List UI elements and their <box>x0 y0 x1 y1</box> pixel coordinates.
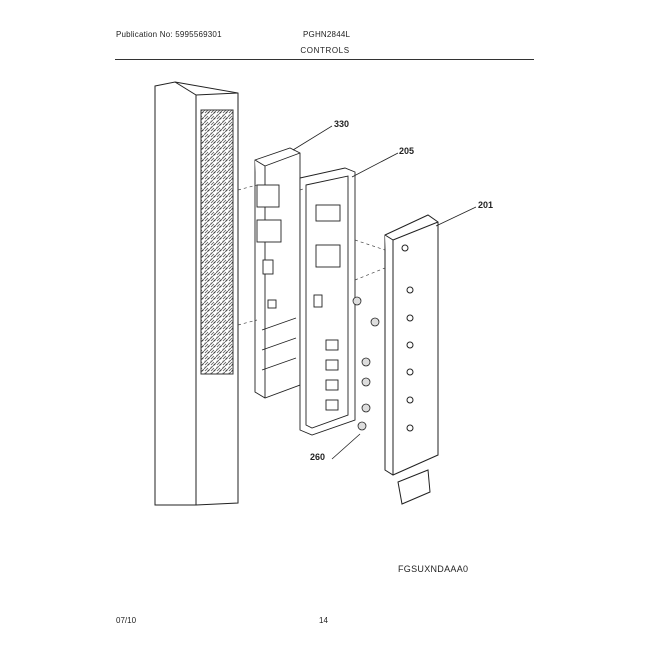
footer-date: 07/10 <box>116 616 137 625</box>
publication-number: Publication No: 5995569301 <box>116 30 222 39</box>
leader-lines <box>292 125 477 460</box>
screws <box>352 296 380 431</box>
part-330-control-board <box>254 147 301 399</box>
part-205-frame <box>299 167 356 436</box>
callout-205: 205 <box>399 146 415 156</box>
foam-insulation <box>200 109 234 375</box>
model-number: PGHN2844L <box>303 30 351 39</box>
callout-260: 260 <box>310 452 326 462</box>
header-rule <box>115 59 534 60</box>
figure-code: FGSUXNDAAA0 <box>398 564 469 574</box>
page-number: 14 <box>319 616 328 625</box>
section-title: CONTROLS <box>300 46 350 55</box>
alignment-lines <box>237 184 386 326</box>
part-201-overlay-panel <box>384 214 439 505</box>
callout-201: 201 <box>478 200 494 210</box>
cabinet-panel <box>154 81 239 506</box>
callout-330: 330 <box>334 119 350 129</box>
